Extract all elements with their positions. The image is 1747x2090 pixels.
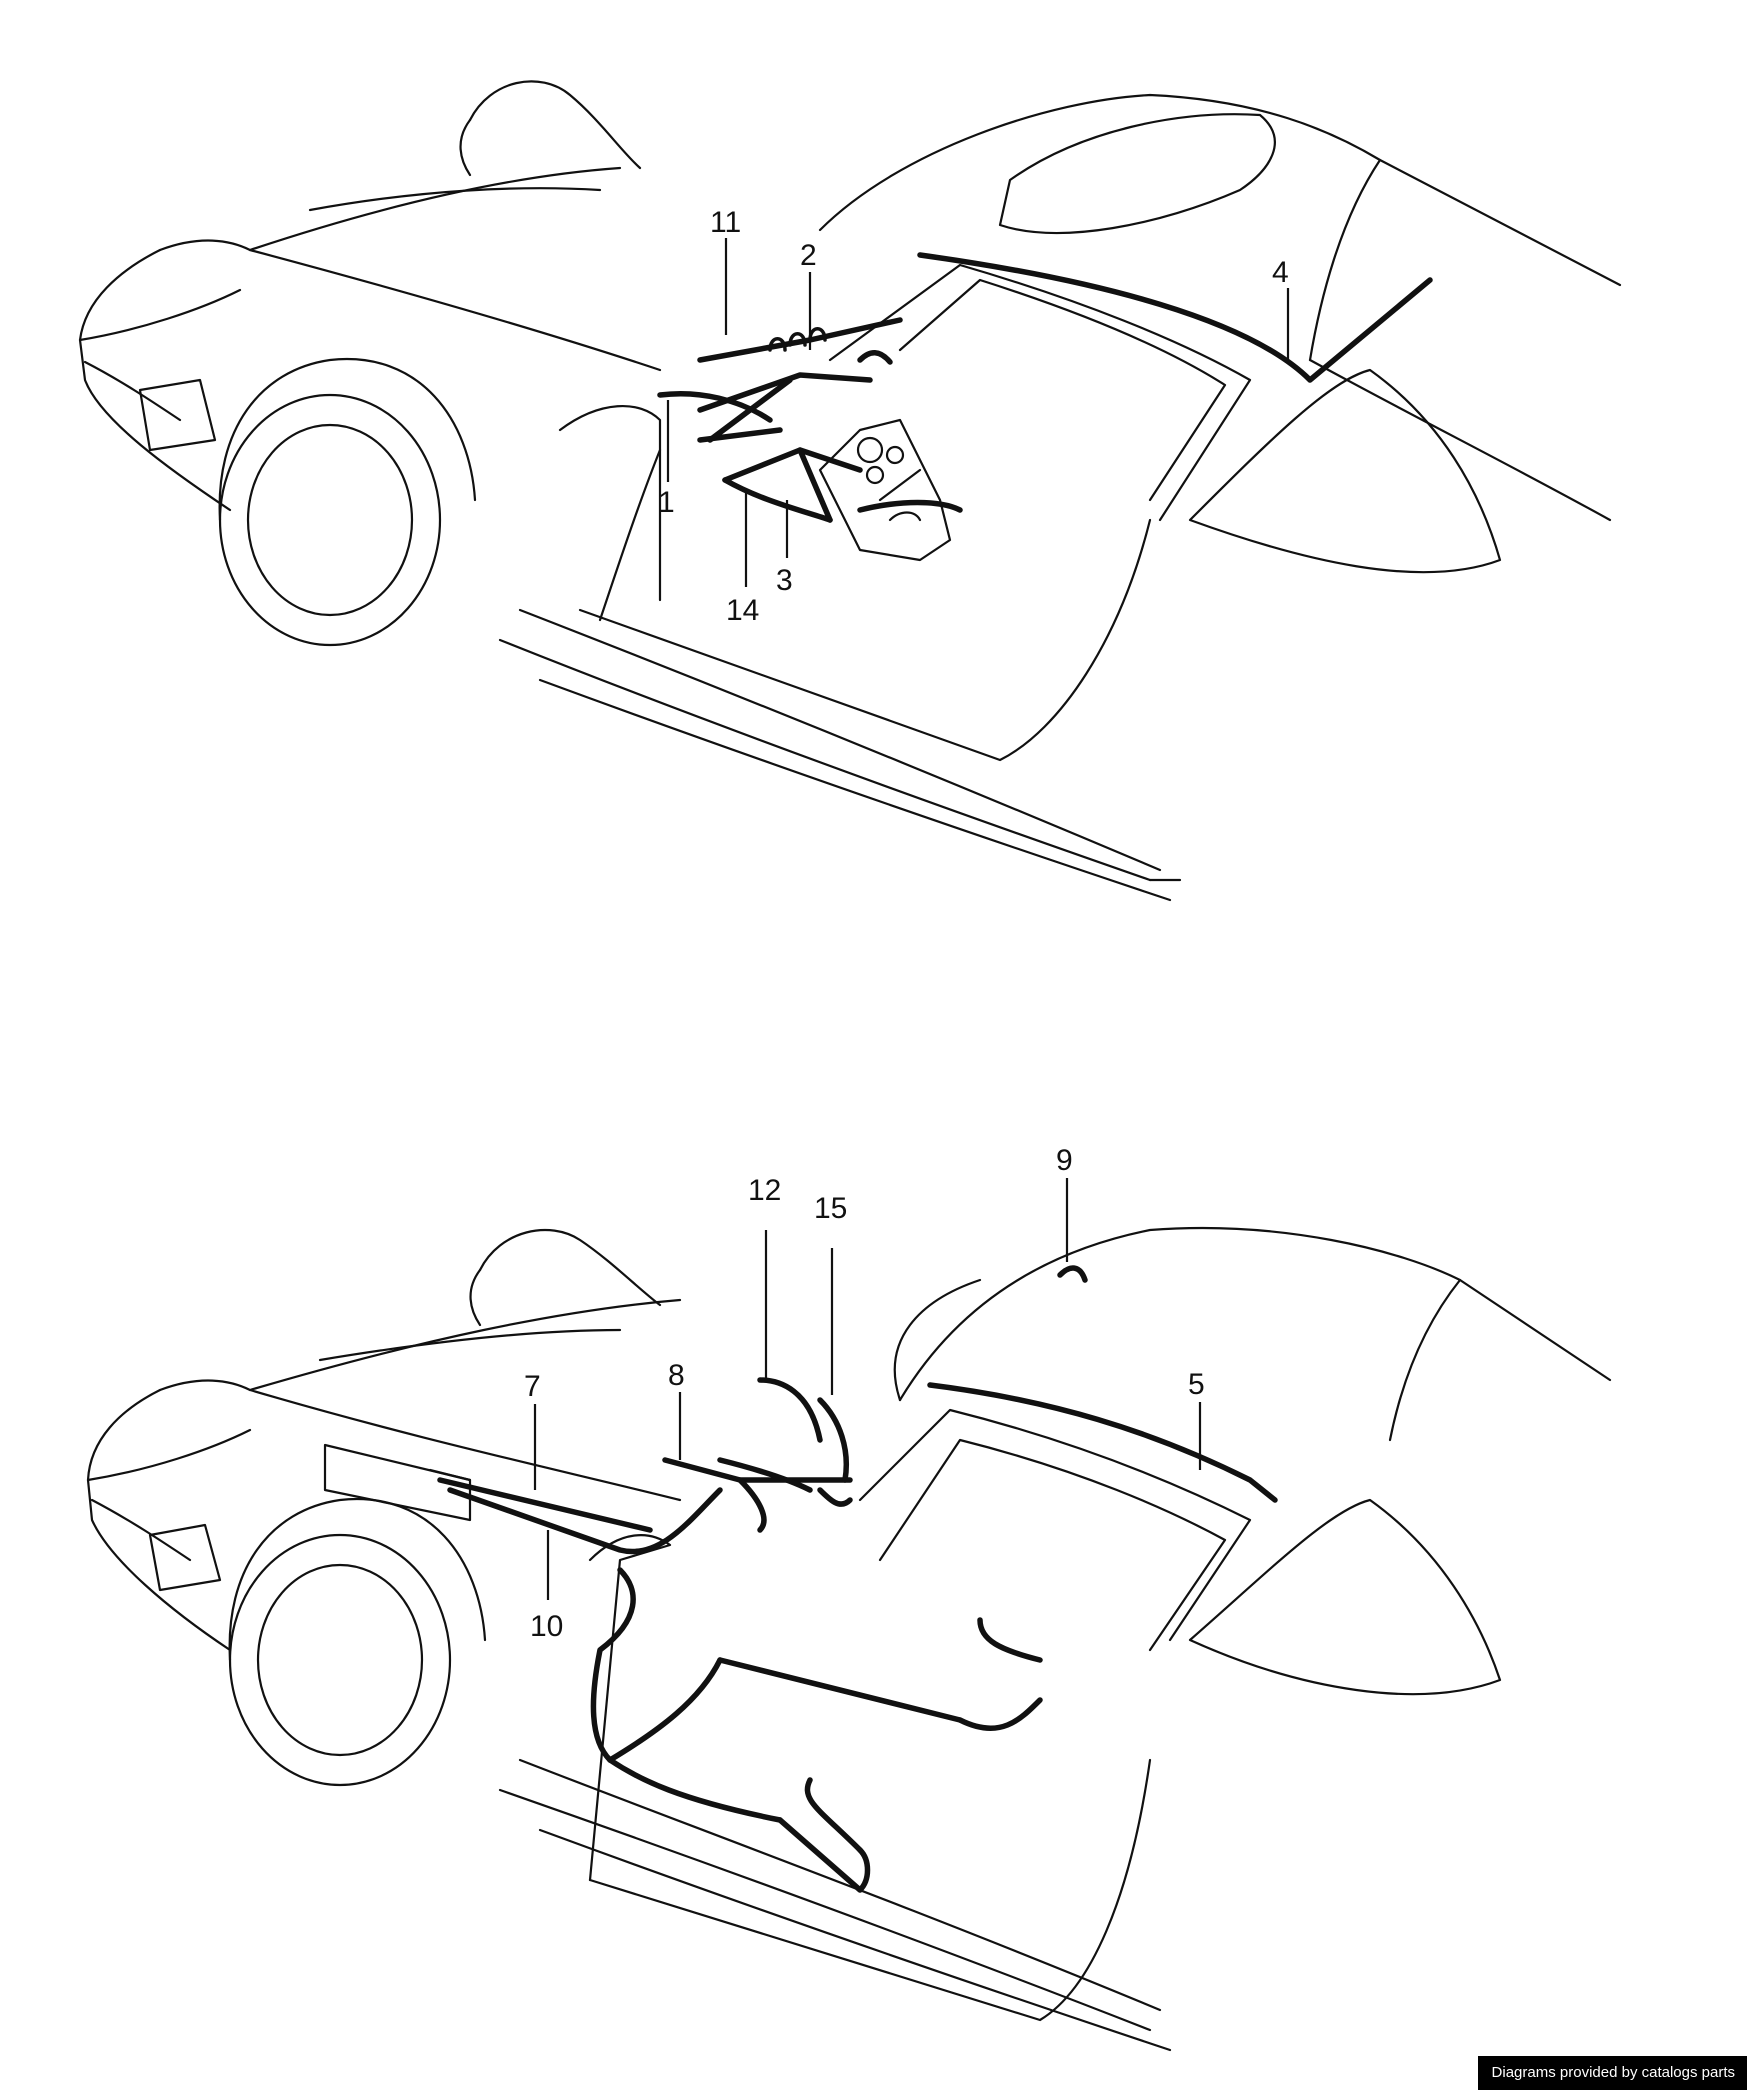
car-outline-bottom [86,1226,1612,2052]
callout-15: 15 [814,1192,847,1225]
credit-banner: Diagrams provided by catalogs parts [1477,2056,1747,2090]
shifter-console-top [818,418,952,562]
callout-3: 3 [776,564,793,597]
callout-12: 12 [748,1174,781,1207]
callout-2: 2 [800,239,817,272]
callout-7: 7 [524,1370,541,1403]
wiring-harness-top [657,252,1433,523]
callout-11: 11 [710,206,741,239]
callout-4: 4 [1272,256,1289,289]
wiring-harness-bottom [437,1265,1278,1893]
callout-14: 14 [726,594,759,627]
callout-10: 10 [530,1610,563,1643]
callouts-top: 11 2 4 1 3 14 [658,206,1290,627]
callout-9: 9 [1056,1144,1073,1177]
callouts-bottom: 12 15 9 8 7 5 10 [524,1144,1205,1643]
callout-8: 8 [668,1359,685,1392]
callout-5: 5 [1188,1368,1205,1401]
callout-1: 1 [658,486,675,519]
car-outline-top [78,80,1622,902]
